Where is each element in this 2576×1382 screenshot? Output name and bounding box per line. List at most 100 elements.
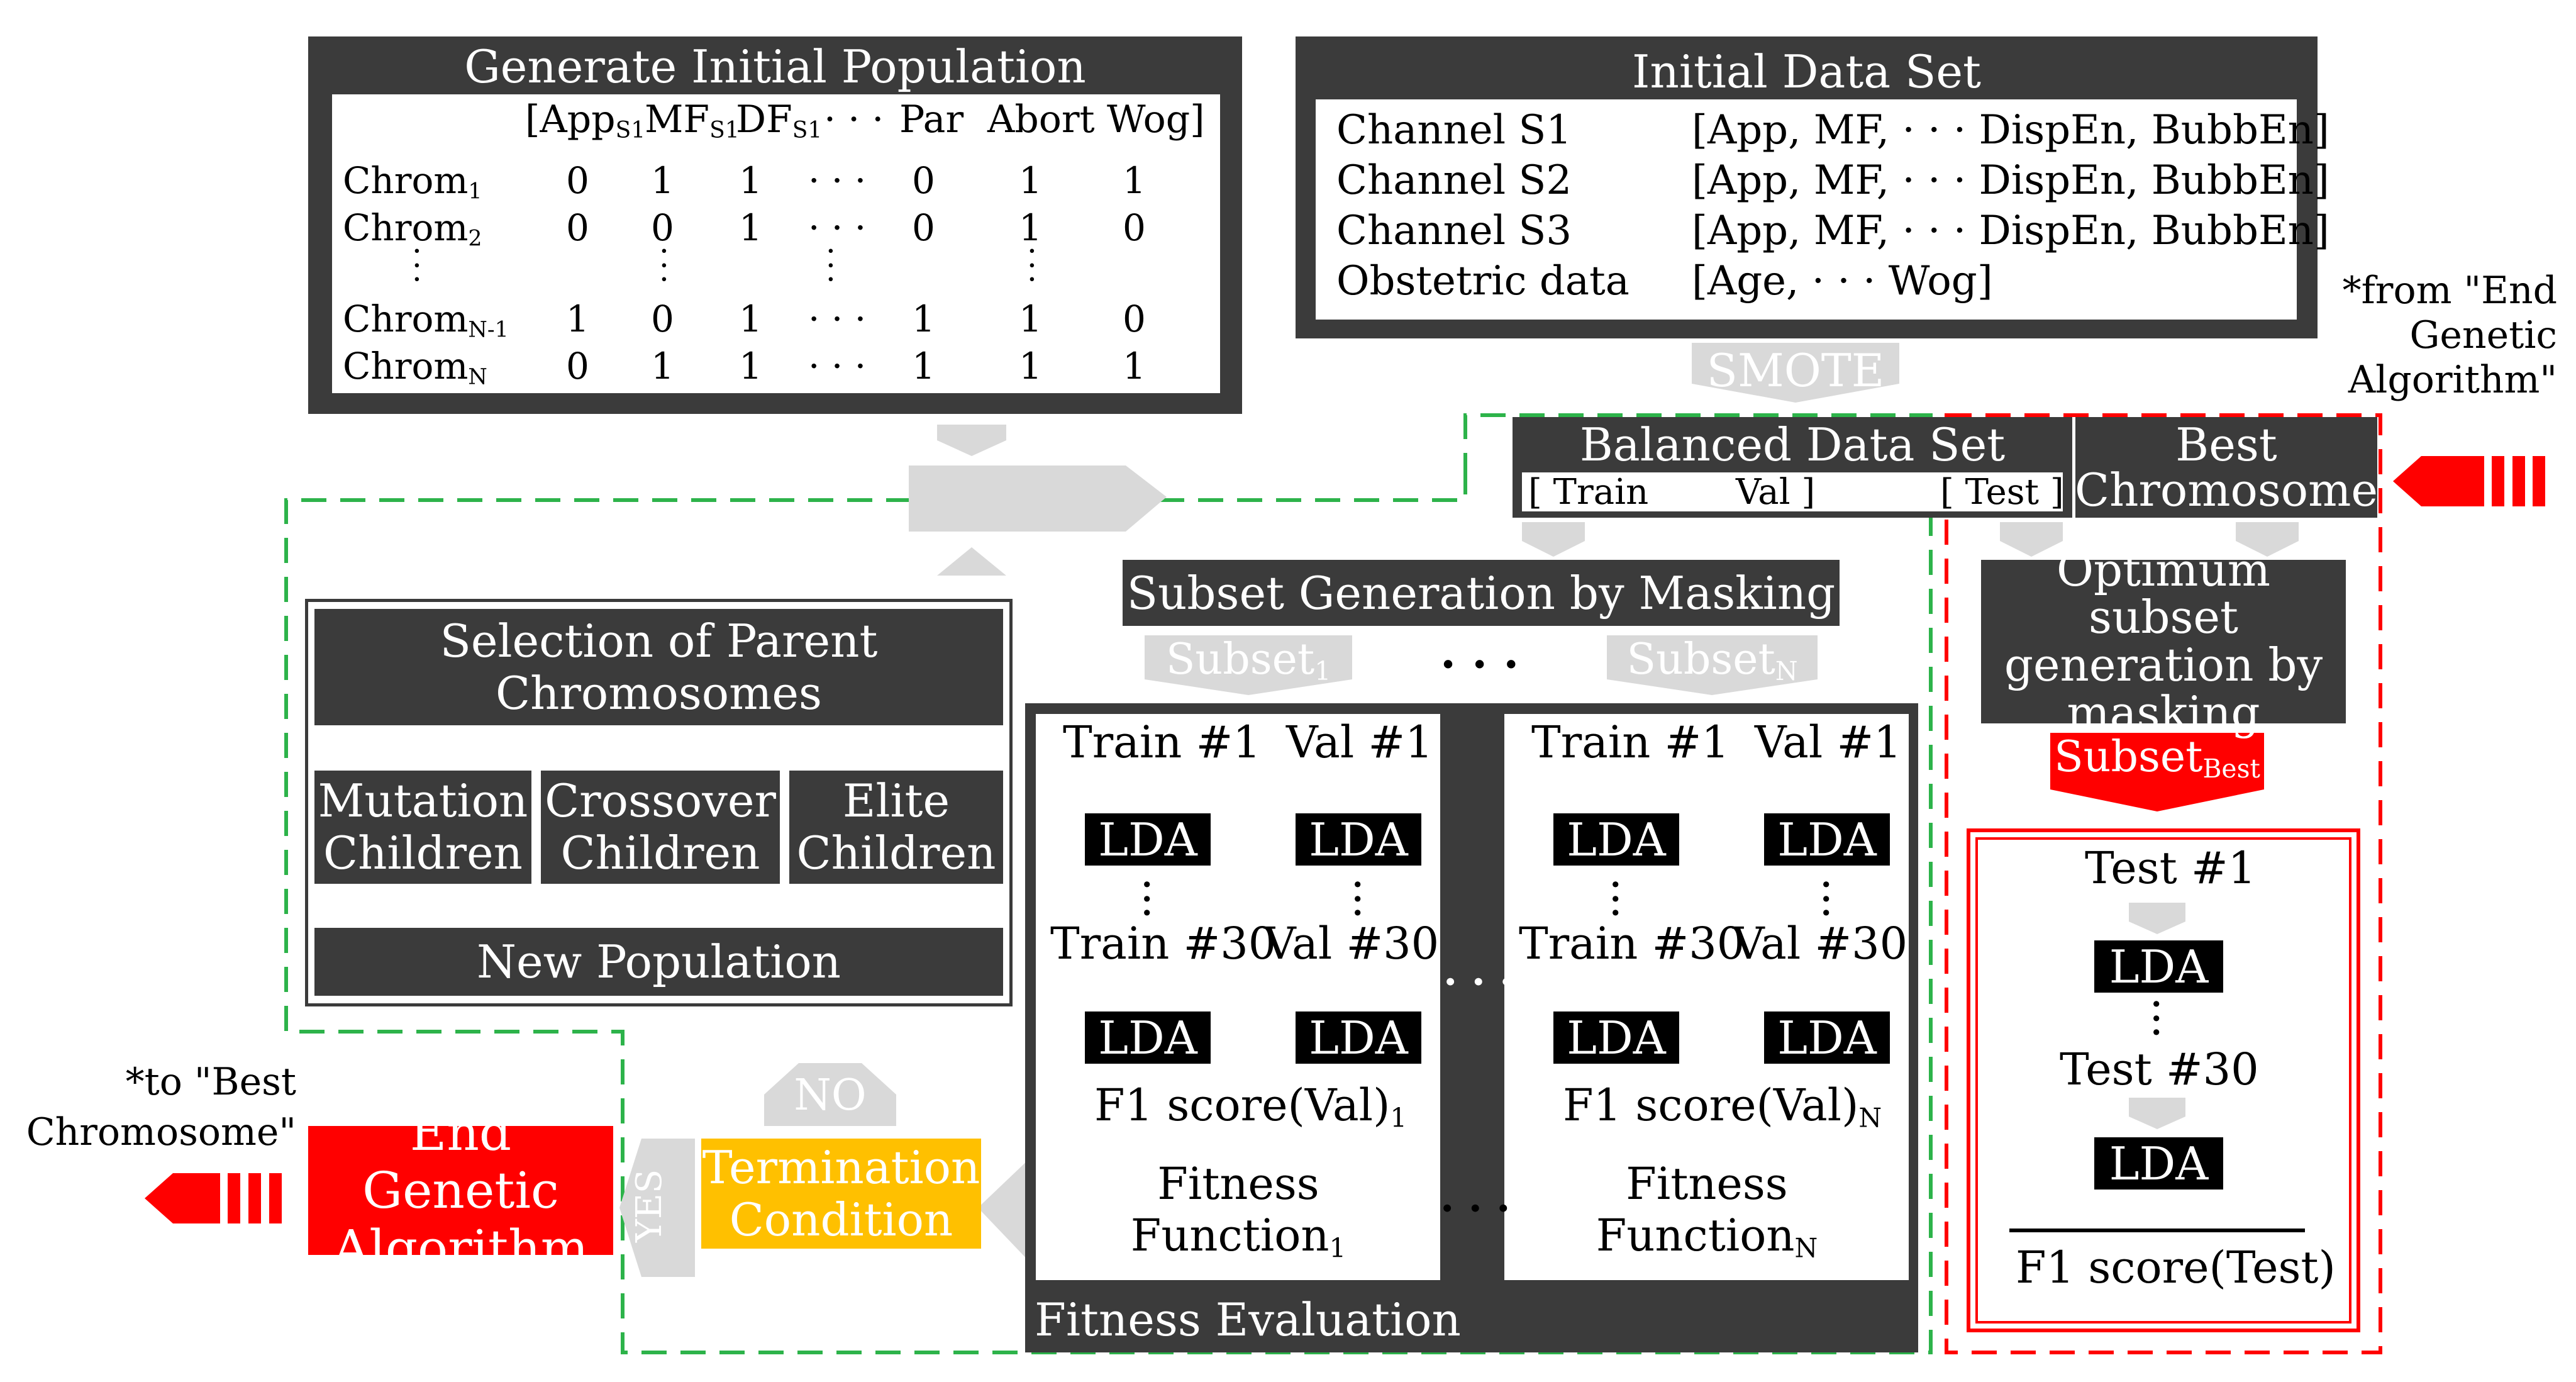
subset1-tag: [1145, 635, 1352, 695]
balanced-test-label: [ Test ]: [1940, 472, 2064, 513]
cell: 1: [1123, 345, 1146, 387]
f1-bar-test: [2009, 1229, 2305, 1232]
subset1-label: Subset1: [1165, 635, 1331, 687]
test30-label: Test #30: [2060, 1044, 2259, 1095]
row-label-chromN-1: ChromN-1: [343, 298, 509, 343]
termination-line1: Termination: [702, 1140, 980, 1194]
mutation-line2: Children: [323, 827, 523, 879]
gray-arrow-balanced-down: [1522, 522, 1585, 557]
test1-label: Test #1: [2085, 842, 2257, 894]
cell: 0: [912, 206, 935, 249]
lda-block: LDA: [2094, 1137, 2223, 1190]
cell: 1: [1019, 298, 1042, 340]
cell: · · ·: [808, 206, 867, 249]
train1-label: Train #1: [1063, 716, 1261, 768]
val1-label: Val #1: [1286, 716, 1433, 768]
col-header-abort: Abort: [987, 98, 1095, 142]
vertical-ellipsis: ···: [1821, 866, 1832, 931]
fitness-function-N: Fitness FunctionN: [1513, 1158, 1901, 1261]
optimum-line2: generation by: [2004, 638, 2323, 691]
dataset-row-name: Channel S1: [1336, 107, 1572, 153]
subset-generation-box: Subset Generation by Masking: [1123, 560, 1840, 626]
cell: 1: [1019, 206, 1042, 249]
smote-label: SMOTE: [1706, 344, 1885, 397]
vertical-ellipsis: ···: [1352, 866, 1363, 931]
cell: 0: [566, 206, 589, 249]
subset-best-tag: [2050, 733, 2264, 811]
vertical-ellipsis: ···: [659, 233, 669, 298]
dataset-row-name: Channel S3: [1336, 208, 1572, 254]
elite-line1: Elite: [842, 774, 950, 828]
dataset-row-features: [App, MF, · · · DispEn, BubbEn]: [1692, 107, 2329, 153]
no-label: NO: [794, 1071, 867, 1120]
row-label-chrom2: Chrom2: [343, 206, 482, 252]
balanced-dataset-panel: Balanced Data Set [ Train Val ] [ Test ]: [1513, 417, 2072, 518]
valN30-label: Val #30: [1733, 918, 1908, 969]
selection-line2: Chromosomes: [496, 666, 822, 720]
cell: 0: [566, 345, 589, 387]
optimum-line1: Optimum subset: [2057, 543, 2270, 644]
cell: 0: [651, 206, 674, 249]
best-chromosome-line2: Chromosome: [2074, 464, 2379, 516]
val30-label: Val #30: [1264, 918, 1440, 969]
f1-val-1: F1 score(Val)1: [1094, 1079, 1407, 1134]
col-header-ellipsis: · · ·: [824, 98, 884, 142]
cell: 1: [739, 159, 762, 202]
lda-block: LDA: [1764, 813, 1890, 866]
subset-ellipsis: · · ·: [1440, 637, 1519, 691]
cell: 1: [566, 298, 589, 340]
dataset-row-name: Obstetric data: [1336, 258, 1629, 304]
gray-arrow-best-down: [2236, 522, 2299, 557]
balanced-val-label: Val ]: [1736, 472, 1816, 513]
lda-block: LDA: [1296, 1011, 1421, 1064]
vertical-ellipsis: ···: [412, 233, 422, 298]
cell: 1: [1019, 345, 1042, 387]
cell: · · ·: [808, 298, 867, 340]
col-header-par: Par: [899, 98, 964, 142]
cell: 0: [1123, 206, 1146, 249]
best-chromosome-box: Best Chromosome: [2074, 417, 2379, 518]
red-arrow-from-end: [2393, 456, 2545, 506]
dataset-row-features: [Age, · · · Wog]: [1692, 258, 1993, 304]
col-header-mf: MFS1: [645, 98, 740, 143]
cell: 1: [912, 345, 935, 387]
initial-dataset-table: [1316, 99, 2297, 320]
end-ga-line2: Algorithm: [333, 1218, 589, 1278]
new-population-box: New Population: [314, 928, 1003, 996]
to-best-note-line1: *to "Best: [125, 1060, 296, 1104]
gray-arrow-up-to-loop: [937, 547, 1006, 576]
generate-population-panel: Generate Initial Population: [308, 36, 1242, 414]
selection-line1: Selection of Parent: [440, 614, 878, 667]
mutation-children-box: Mutation Children: [314, 771, 531, 884]
termination-line2: Condition: [729, 1193, 953, 1246]
vertical-ellipsis: ···: [1610, 866, 1621, 931]
f1-val-N: F1 score(Val)N: [1563, 1079, 1882, 1134]
elite-line2: Children: [796, 827, 996, 879]
no-tag: [764, 1063, 896, 1126]
crossover-children-box: Crossover Children: [541, 771, 780, 884]
selection-box: Selection of Parent Chromosomes: [314, 609, 1003, 725]
balanced-train-label: [ Train: [1528, 472, 1649, 513]
subsetN-tag: [1607, 635, 1818, 695]
row-label-chromN: ChromN: [343, 345, 487, 390]
dataset-row-features: [App, MF, · · · DispEn, BubbEn]: [1692, 208, 2329, 254]
test-box-inner-border: [1975, 837, 2351, 1323]
fitness-ellipsis: · · ·: [1440, 1185, 1511, 1232]
crossover-line1: Crossover: [545, 774, 776, 828]
vertical-ellipsis: ···: [1141, 866, 1153, 931]
col-header-df: DFS1: [736, 98, 823, 143]
dataset-row-features: [App, MF, · · · DispEn, BubbEn]: [1692, 157, 2329, 204]
test-box-outer-border: [1967, 828, 2360, 1332]
cell: 0: [566, 159, 589, 202]
cell: 1: [739, 345, 762, 387]
smote-arrow: [1692, 343, 1899, 403]
trainN30-label: Train #30: [1519, 918, 1745, 969]
cell: 1: [1123, 159, 1146, 202]
cell: 1: [739, 298, 762, 340]
column-ellipsis: · · ·: [1443, 959, 1514, 1006]
lda-block: LDA: [1553, 813, 1679, 866]
cell: 0: [1123, 298, 1146, 340]
best-chromosome-line1: Best: [2175, 418, 2277, 471]
balanced-split-bar: [1522, 472, 2063, 511]
